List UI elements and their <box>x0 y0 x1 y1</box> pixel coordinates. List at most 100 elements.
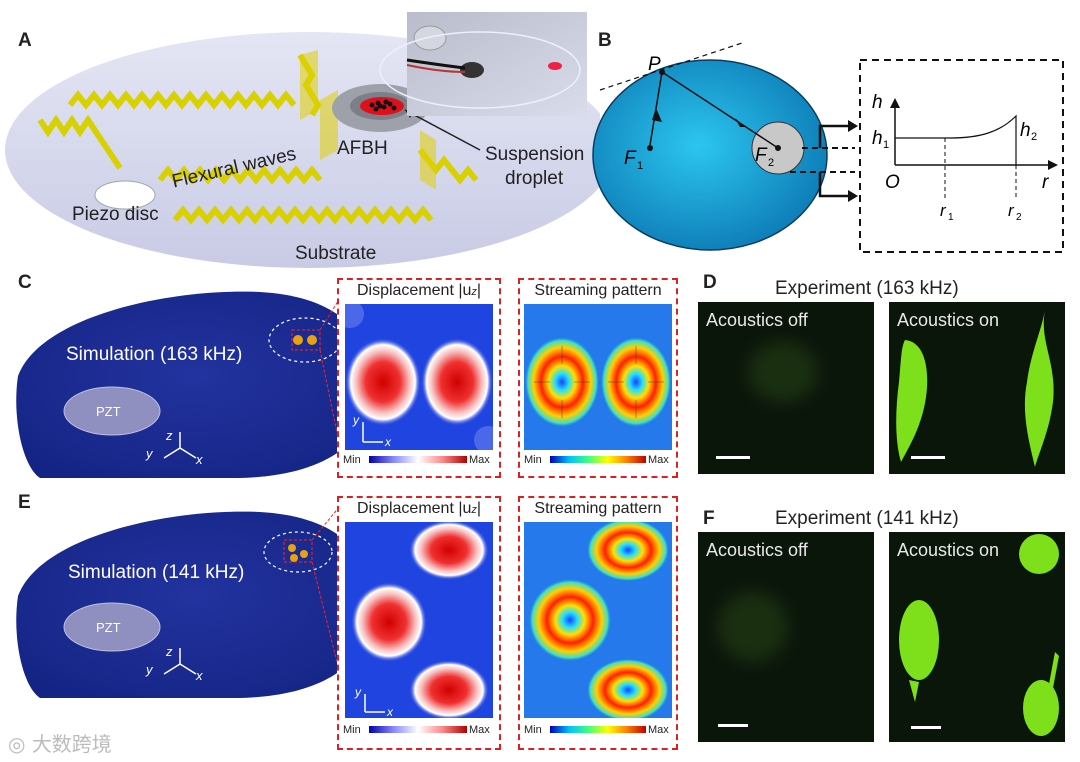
label-h: h <box>872 92 883 113</box>
tangent-line <box>599 41 746 91</box>
flexural-wave-1 <box>67 90 297 110</box>
profile-inset <box>859 59 1064 253</box>
axis-z-e: z <box>165 644 173 659</box>
disp-axis-y-c: y <box>352 413 360 427</box>
displacement-map-c: y x <box>345 304 493 450</box>
panel-label-a: A <box>18 30 32 51</box>
f-on-droplets <box>899 534 1059 736</box>
label-origin: O <box>885 172 900 193</box>
colorbar-displacement-e <box>369 726 467 733</box>
streaming-title-e: Streaming pattern <box>520 500 676 518</box>
displacement-map-e: y x <box>345 522 493 718</box>
displacement-title-c: Displacement |uz| <box>339 282 499 300</box>
label-f1-sub: 1 <box>637 160 643 172</box>
d-on-label: Acoustics on <box>897 310 1000 330</box>
micrograph-f-off: Acoustics off <box>698 532 874 742</box>
streaming-map-c <box>524 304 672 450</box>
disp-axis-y-e: y <box>354 685 362 699</box>
panel-label-b: B <box>598 30 612 51</box>
label-r: r <box>1042 172 1049 193</box>
piezo-disc <box>94 180 156 210</box>
watermark: ◎ 大数跨境 <box>8 728 112 757</box>
micrograph-d-off: Acoustics off <box>698 302 874 474</box>
scale-bar-f-on <box>911 726 941 729</box>
watermark-icon: ◎ <box>8 732 32 756</box>
displacement-frame-e: Displacement |uz| y x Min Max <box>337 496 501 750</box>
label-suspension: Suspension <box>485 144 585 165</box>
label-droplet: droplet <box>505 168 564 189</box>
label-f2-sub: 2 <box>768 157 774 169</box>
panel-label-c: C <box>18 272 32 293</box>
panel-a-schematic <box>5 12 600 268</box>
f-off-label: Acoustics off <box>706 540 808 560</box>
micrograph-f-on: Acoustics on <box>889 532 1065 742</box>
label-h2-sub: 2 <box>1031 131 1037 143</box>
sim-label-c: Simulation (163 kHz) <box>66 344 243 365</box>
flexural-wave-4 <box>172 205 434 225</box>
scale-bar-d-off <box>716 456 750 459</box>
d-on-droplets <box>896 310 1054 467</box>
axis-x: x <box>195 452 203 467</box>
pzt-label-e: PZT <box>96 620 121 635</box>
wave-front-1 <box>300 50 318 120</box>
panel-e-simulation: z x y PZT <box>16 499 372 698</box>
colorbar-streaming-e <box>550 726 646 733</box>
cbar-max-e1: Max <box>469 724 490 736</box>
label-r2: r <box>1008 201 1015 220</box>
flexural-wave-2 <box>37 114 123 170</box>
f-on-label: Acoustics on <box>897 540 1000 560</box>
pzt-label: PZT <box>96 404 121 419</box>
displacement-title-e: Displacement |uz| <box>339 500 499 518</box>
label-f2: F <box>755 145 768 166</box>
axis-y-e: y <box>145 662 154 677</box>
label-r2-sub: 2 <box>1016 212 1022 223</box>
label-h2: h <box>1020 120 1031 141</box>
cbar-min-c1: Min <box>343 454 361 466</box>
panel-b-diagram: P F 1 F 2 h h 1 h 2 O r r 1 r 2 <box>592 41 1064 253</box>
label-r1-sub: 1 <box>948 212 954 223</box>
colorbar-displacement-c <box>369 456 467 463</box>
experiment-title-d: Experiment (163 kHz) <box>775 278 959 299</box>
wave-front-3 <box>420 130 436 190</box>
micrograph-d-on: Acoustics on <box>889 302 1065 474</box>
disp-axis-x-c: x <box>384 435 392 449</box>
cbar-max-c1: Max <box>469 454 490 466</box>
displacement-frame-c: Displacement |uz| y x Min Max <box>337 278 501 478</box>
pointer-arrow <box>404 109 481 151</box>
colorbar-streaming-c <box>550 456 646 463</box>
label-piezo-disc: Piezo disc <box>72 204 159 225</box>
label-substrate: Substrate <box>295 243 377 264</box>
label-afbh: AFBH <box>337 138 388 159</box>
axis-x-e: x <box>195 668 203 683</box>
afbh-highlight-e <box>263 531 333 573</box>
streaming-frame-c: Streaming pattern Min Max <box>518 278 678 478</box>
cbar-max-e2: Max <box>648 724 669 736</box>
scale-bar-d-on <box>911 456 945 459</box>
panel-label-e: E <box>18 492 31 513</box>
cbar-max-c2: Max <box>648 454 669 466</box>
watermark-text: 大数跨境 <box>31 732 112 756</box>
panel-c-simulation: z x y PZT <box>16 289 372 478</box>
streaming-frame-e: Streaming pattern Min Max <box>518 496 678 750</box>
elliptical-hole <box>592 59 828 251</box>
label-h1-sub: 1 <box>883 139 889 151</box>
experiment-title-f: Experiment (141 kHz) <box>775 508 959 529</box>
panel-label-d: D <box>703 272 717 293</box>
label-p: P <box>648 54 661 75</box>
streaming-title-c: Streaming pattern <box>520 282 676 300</box>
pzt-region <box>63 386 161 436</box>
scale-bar-f-off <box>718 724 748 727</box>
label-f1: F <box>624 148 637 169</box>
sim-label-e: Simulation (141 kHz) <box>68 562 245 583</box>
thickness-profile <box>895 114 1017 165</box>
axis-y: y <box>145 446 154 461</box>
disp-axis-x-e: x <box>386 705 394 718</box>
label-h1: h <box>872 128 883 149</box>
streaming-map-e <box>524 522 672 718</box>
cbar-min-e2: Min <box>524 724 542 736</box>
panel-label-f: F <box>703 508 715 529</box>
d-off-label: Acoustics off <box>706 310 808 330</box>
cbar-min-c2: Min <box>524 454 542 466</box>
flexural-wave-3 <box>157 165 323 185</box>
axis-z: z <box>165 428 173 443</box>
